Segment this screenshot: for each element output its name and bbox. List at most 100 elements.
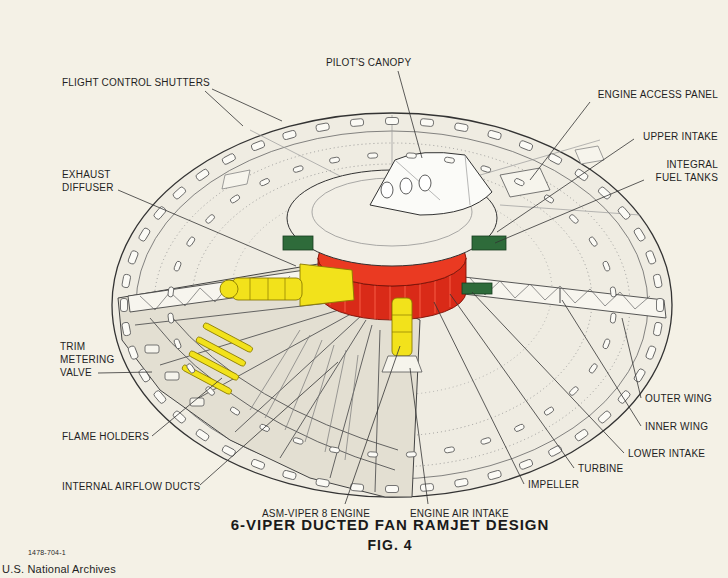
- control-shutter: [350, 119, 364, 127]
- part-label: OUTER WING: [645, 392, 712, 405]
- porthole: [419, 175, 431, 191]
- control-shutter: [195, 429, 210, 442]
- flame-holder: [181, 322, 253, 395]
- control-shutter: [548, 153, 563, 165]
- control-shutter: [128, 345, 139, 360]
- control-shutter: [420, 119, 434, 127]
- wing-lattice: [470, 278, 650, 309]
- control-shutter: [645, 345, 656, 360]
- control-shutter: [444, 157, 455, 164]
- control-shutter: [168, 313, 174, 324]
- control-shutter: [444, 447, 455, 454]
- part-label: LOWER INTAKE: [628, 447, 705, 460]
- viper-engine: [232, 278, 302, 300]
- control-shutter: [657, 299, 664, 312]
- control-shutter: [329, 157, 340, 164]
- viper-engine: [392, 298, 412, 356]
- control-shutter: [121, 299, 128, 312]
- control-shutter: [122, 322, 131, 336]
- control-shutter: [548, 445, 563, 457]
- control-shutter: [251, 459, 266, 470]
- fuel-tank: [283, 236, 313, 250]
- wing-joint: [560, 288, 561, 303]
- control-shutter: [259, 178, 270, 187]
- part-label: EXHAUST DIFFUSER: [62, 168, 124, 194]
- control-shutter: [350, 483, 364, 491]
- control-shutter: [138, 227, 151, 242]
- control-shutter: [195, 168, 210, 181]
- control-shutter: [602, 338, 610, 349]
- control-shutter: [454, 123, 468, 132]
- control-shutter: [251, 140, 266, 151]
- canopy: [370, 152, 492, 215]
- control-shutter: [368, 452, 378, 458]
- control-shutter: [186, 363, 196, 374]
- control-shutter: [229, 194, 240, 204]
- control-shutter: [514, 423, 525, 432]
- cutaway: [118, 262, 420, 497]
- engine-detail: [250, 278, 285, 300]
- control-shutter: [633, 227, 646, 242]
- exhaust-diffuser: [300, 264, 354, 306]
- wing-spar: [455, 276, 666, 318]
- control-shutter: [221, 153, 236, 165]
- control-shutter: [221, 445, 236, 457]
- wing-spar: [128, 270, 305, 312]
- control-shutter: [368, 153, 378, 159]
- part-label: INNER WING: [645, 420, 708, 433]
- part-label: FLAME HOLDERS: [62, 430, 149, 443]
- control-shutter: [653, 274, 662, 288]
- control-shutter: [569, 386, 580, 397]
- access-panel: [500, 168, 550, 197]
- porthole: [400, 178, 412, 194]
- porthole: [381, 182, 393, 198]
- control-shutter: [588, 363, 598, 374]
- control-shutter: [138, 368, 151, 383]
- control-shutter: [633, 368, 646, 383]
- figure-title: 6-VIPER DUCTED FAN RAMJET DESIGN: [190, 516, 590, 533]
- control-shutter: [454, 478, 468, 487]
- control-shutter: [574, 429, 589, 442]
- canopy-frame: [395, 155, 470, 205]
- engine-detail: [392, 315, 412, 332]
- part-label: UPPER INTAKE: [643, 130, 718, 143]
- control-shutter: [519, 140, 534, 151]
- control-shutter: [316, 478, 330, 487]
- fuel-tank: [462, 283, 492, 294]
- control-shutter: [610, 287, 616, 298]
- control-shutter: [205, 214, 216, 225]
- control-shutter: [597, 410, 611, 424]
- control-shutter: [173, 261, 181, 272]
- control-shutter: [420, 483, 434, 491]
- control-shutter: [316, 123, 330, 132]
- control-shutter: [480, 165, 491, 173]
- control-shutter: [173, 338, 181, 349]
- source-credit: U.S. National Archives: [2, 562, 116, 576]
- airflow-ducts: [250, 330, 358, 460]
- part-label: FLIGHT CONTROL SHUTTERS: [62, 76, 210, 89]
- control-shutter: [172, 186, 186, 200]
- control-shutter: [487, 130, 501, 140]
- control-shutter: [569, 214, 580, 225]
- control-shutter: [645, 250, 656, 265]
- control-shutter: [293, 437, 304, 445]
- control-shutter: [617, 206, 631, 220]
- engine-air-intake: [382, 356, 422, 372]
- control-shutter: [122, 274, 131, 288]
- control-shutter: [293, 165, 304, 173]
- control-shutter: [186, 236, 196, 247]
- access-panel: [222, 170, 250, 189]
- ribs: [135, 300, 398, 492]
- control-shutter: [653, 322, 662, 336]
- part-label: TURBINE: [578, 462, 623, 475]
- control-shutter: [588, 236, 598, 247]
- control-shutter: [487, 470, 501, 480]
- control-shutter: [386, 118, 399, 125]
- figure-caption: FIG. 4: [290, 537, 490, 553]
- part-label: INTEGRAL FUEL TANKS: [646, 158, 718, 184]
- control-shutter: [406, 153, 416, 159]
- control-shutter: [329, 447, 340, 454]
- control-shutter: [543, 406, 554, 416]
- drawing-number: 1478-704-1: [28, 548, 66, 558]
